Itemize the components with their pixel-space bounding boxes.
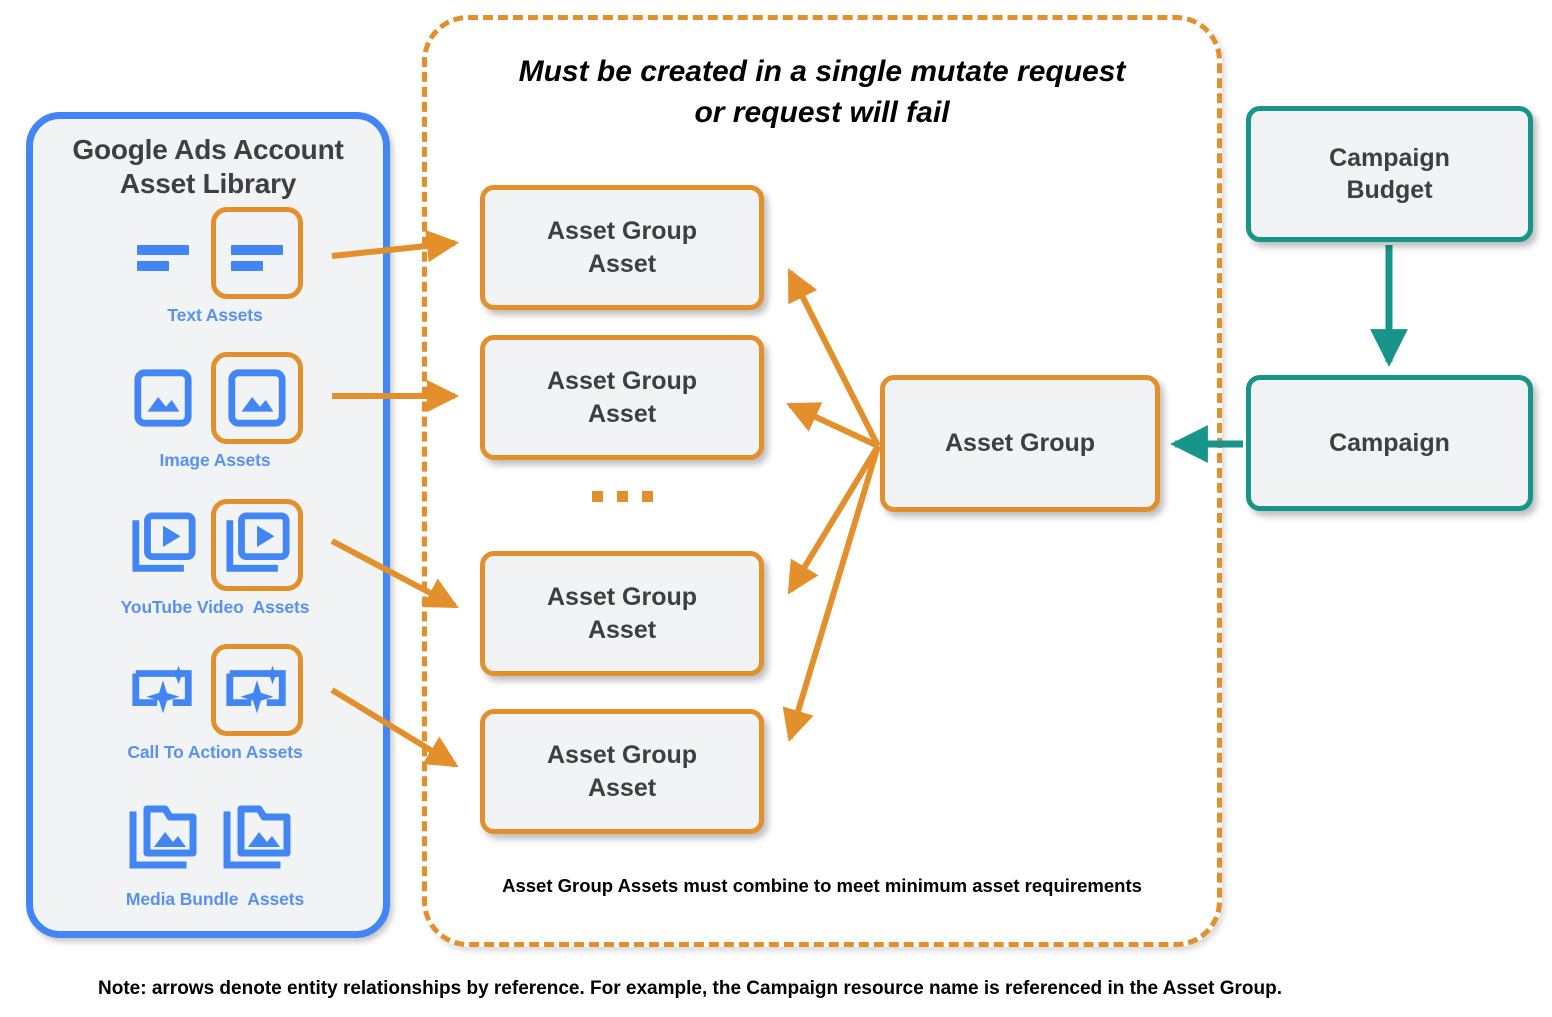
aga-2-line-2: Asset <box>587 399 657 428</box>
asset-group-node[interactable]: Asset Group <box>880 375 1160 512</box>
asset-label-image: Image Assets <box>159 450 271 470</box>
asset-label-text: Text Assets <box>167 305 263 325</box>
youtube-video-asset-icon-secondary <box>117 499 209 591</box>
asset-row-text: Text Assets <box>33 207 397 326</box>
footer-note: Note: arrows denote entity relationships… <box>98 978 1282 999</box>
media-bundle-asset-icon-primary <box>211 791 303 883</box>
library-title-line-2: Asset Library <box>119 168 297 200</box>
aga-4-line-1: Asset Group <box>546 741 698 769</box>
aga-1-line-2: Asset <box>587 249 657 278</box>
asset-icons-text <box>33 207 397 299</box>
mutate-footnote: Asset Group Assets must combine to meet … <box>502 875 1142 896</box>
ellipsis-dot-2 <box>616 491 628 502</box>
campaign-node-label: Campaign <box>1329 428 1450 457</box>
aga-2-line-1: Asset Group <box>546 367 698 395</box>
asset-row-media-bundle: Media Bundle Assets <box>33 791 397 910</box>
asset-label-call-to-action: Call To Action Assets <box>127 742 303 762</box>
asset-group-node-label: Asset Group <box>944 429 1096 458</box>
mutate-title-line-2: or request will fail <box>694 95 950 129</box>
youtube-video-asset-icon-selected[interactable] <box>211 499 303 591</box>
mutate-request-title: Must be created in a single mutate reque… <box>422 52 1222 133</box>
media-bundle-asset-icon-secondary <box>117 791 209 883</box>
asset-group-asset-node-4[interactable]: Asset Group Asset <box>480 709 764 834</box>
image-asset-icon-selected[interactable] <box>211 352 303 444</box>
campaign-budget-node[interactable]: Campaign Budget <box>1246 106 1533 242</box>
asset-icons-call-to-action <box>33 644 397 736</box>
ellipsis-dot-3 <box>641 491 653 502</box>
aga-1-line-1: Asset Group <box>546 217 698 245</box>
asset-icons-youtube-video <box>33 499 397 591</box>
aga-4-line-2: Asset <box>587 773 657 802</box>
campaign-node[interactable]: Campaign <box>1246 375 1533 511</box>
ellipsis-dot-1 <box>591 491 603 502</box>
asset-label-media-bundle: Media Bundle Assets <box>125 889 305 909</box>
asset-group-asset-ellipsis <box>480 489 764 507</box>
campaign-budget-line-1: Campaign <box>1329 143 1450 172</box>
asset-group-asset-node-1[interactable]: Asset Group Asset <box>480 185 764 310</box>
asset-library-title: Google Ads Account Asset Library <box>33 133 383 201</box>
text-asset-icon-selected[interactable] <box>211 207 303 299</box>
asset-group-asset-node-2[interactable]: Asset Group Asset <box>480 335 764 460</box>
text-asset-icon-secondary <box>117 207 209 299</box>
call-to-action-asset-icon-selected[interactable] <box>211 644 303 736</box>
library-title-line-1: Google Ads Account <box>72 134 344 165</box>
call-to-action-asset-icon-secondary <box>117 644 209 736</box>
asset-row-youtube-video: YouTube Video Assets <box>33 499 397 618</box>
campaign-budget-line-2: Budget <box>1346 176 1433 204</box>
asset-row-call-to-action: Call To Action Assets <box>33 644 397 763</box>
asset-group-asset-node-3[interactable]: Asset Group Asset <box>480 551 764 676</box>
asset-library-panel: Google Ads Account Asset Library <box>26 112 390 938</box>
asset-icons-media-bundle <box>33 791 397 883</box>
mutate-title-line-1: Must be created in a single mutate reque… <box>518 55 1126 88</box>
asset-icons-image <box>33 352 397 444</box>
asset-row-image: Image Assets <box>33 352 397 471</box>
asset-label-youtube-video: YouTube Video Assets <box>120 597 310 617</box>
aga-3-line-2: Asset <box>587 615 657 644</box>
image-asset-icon-secondary <box>117 352 209 444</box>
aga-3-line-1: Asset Group <box>546 583 698 611</box>
